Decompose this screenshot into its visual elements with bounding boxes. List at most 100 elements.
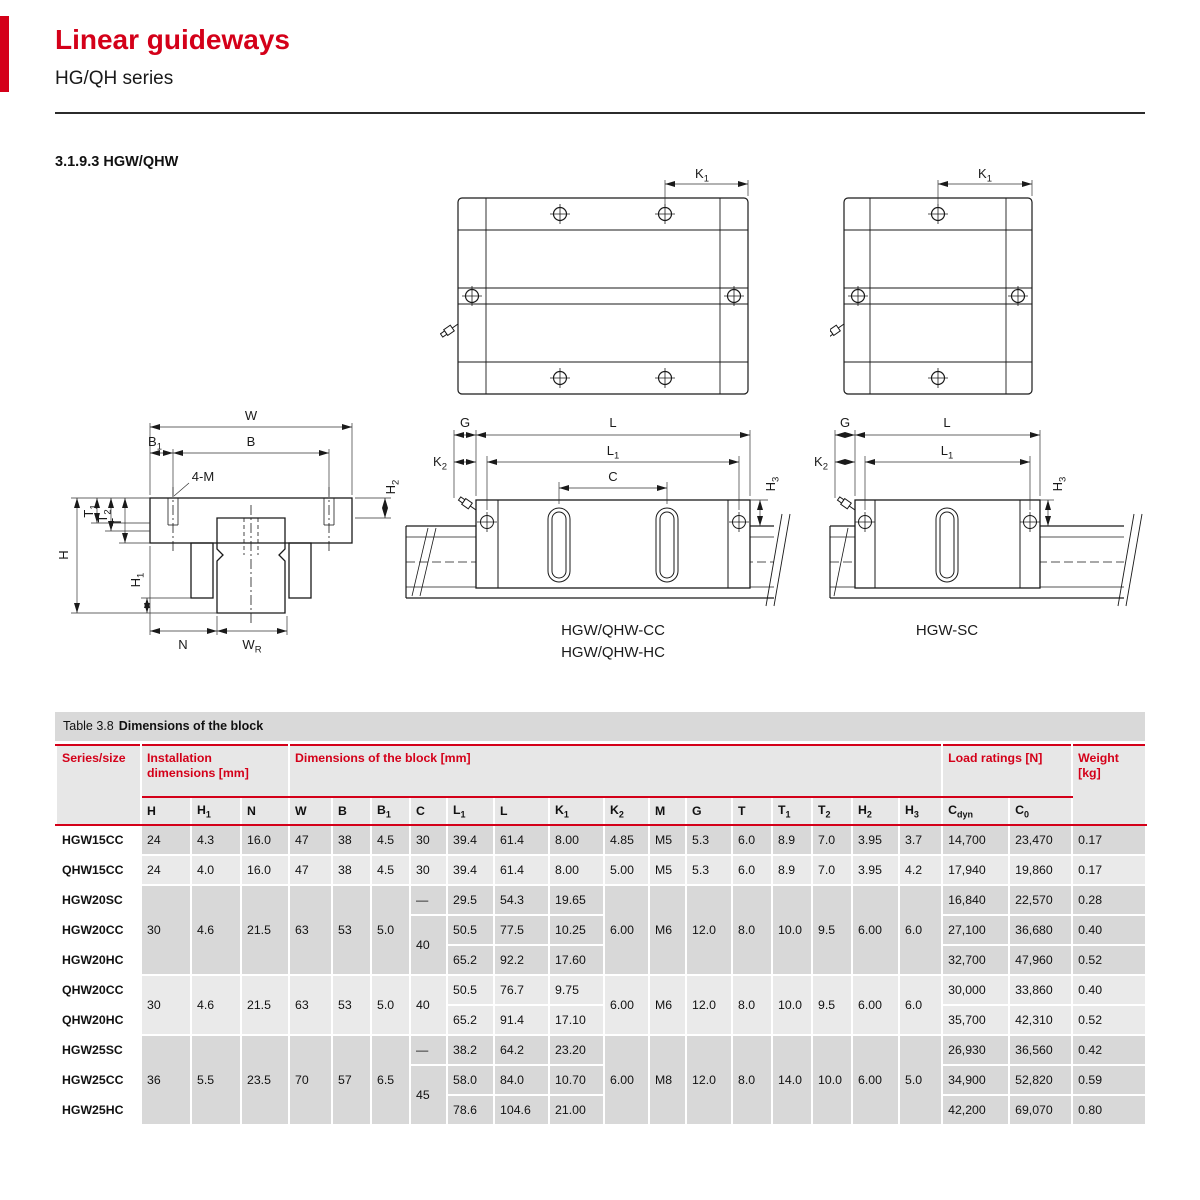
value-cell: 30 xyxy=(140,974,192,1036)
value-cell: 10.0 xyxy=(771,884,814,976)
top-view-sc-drawing: K1 xyxy=(830,166,1033,395)
value-cell: 38.2 xyxy=(446,1034,496,1066)
value-cell: 10.70 xyxy=(548,1064,606,1096)
dim-label-l1: L1 xyxy=(941,443,954,462)
col-header-l: L xyxy=(493,796,551,826)
value-cell: 39.4 xyxy=(446,824,496,856)
value-cell: 0.80 xyxy=(1071,1094,1148,1126)
value-cell: 36,560 xyxy=(1008,1034,1074,1066)
value-cell: 0.59 xyxy=(1071,1064,1148,1096)
value-cell: 0.40 xyxy=(1071,914,1148,946)
caption-cc: HGW/QHW-CC xyxy=(561,622,665,639)
value-cell: 0.52 xyxy=(1071,1004,1148,1036)
value-cell: 84.0 xyxy=(493,1064,551,1096)
caption-sc-text: HGW-SC xyxy=(915,622,979,639)
col-header-h: H xyxy=(140,796,192,826)
series-cell: HGW25SC xyxy=(55,1034,142,1066)
caption-sc: HGW-SC xyxy=(847,620,1047,642)
series-cell: QHW15CC xyxy=(55,854,142,886)
value-cell: 30 xyxy=(409,854,449,886)
value-cell: 40 xyxy=(409,974,449,1036)
dim-label-k1: K1 xyxy=(695,166,709,185)
value-cell: 35,700 xyxy=(941,1004,1011,1036)
value-cell: 17,940 xyxy=(941,854,1011,886)
group-series: Series/size xyxy=(55,744,142,826)
value-cell: 8.00 xyxy=(548,824,606,856)
side-view-sc-drawing: G L L1 K2 H3 xyxy=(814,415,1143,607)
value-cell: 10.25 xyxy=(548,914,606,946)
value-cell: 6.00 xyxy=(851,884,901,976)
value-cell: M5 xyxy=(648,854,688,886)
value-cell: 5.00 xyxy=(603,854,651,886)
col-header-k1: K1 xyxy=(548,796,606,826)
value-cell: M6 xyxy=(648,974,688,1036)
col-header-h2: H2 xyxy=(851,796,901,826)
dim-label-k2: K2 xyxy=(433,454,447,473)
value-cell: 65.2 xyxy=(446,1004,496,1036)
group-header-row: Series/size Installation dimensions [mm]… xyxy=(55,744,1148,826)
value-cell: 10.0 xyxy=(771,974,814,1036)
col-header-n: N xyxy=(239,796,291,826)
value-cell: 45 xyxy=(409,1064,449,1126)
value-cell: 63 xyxy=(288,974,334,1036)
top-view-cc-drawing: K1 xyxy=(440,166,749,395)
value-cell: 38 xyxy=(331,824,373,856)
grease-nipple-icon xyxy=(440,320,461,339)
value-cell: 30,000 xyxy=(941,974,1011,1006)
value-cell: 0.40 xyxy=(1071,974,1148,1006)
col-header-l1: L1 xyxy=(446,796,496,826)
group-install: Installation dimensions [mm] xyxy=(139,744,291,798)
value-cell: — xyxy=(409,1034,449,1066)
section-heading: 3.1.9.3 HGW/QHW xyxy=(55,154,179,170)
value-cell: 19,860 xyxy=(1008,854,1074,886)
col-header-c0: C0 xyxy=(1008,796,1074,826)
col-header-k2: K2 xyxy=(603,796,651,826)
mount-hole-icon xyxy=(654,203,676,225)
value-cell: 24 xyxy=(140,854,192,886)
value-cell: 8.0 xyxy=(731,884,774,976)
value-cell: 53 xyxy=(331,884,373,976)
value-cell: 6.00 xyxy=(851,974,901,1036)
value-cell: 42,200 xyxy=(941,1094,1011,1126)
value-cell: 36 xyxy=(140,1034,192,1126)
value-cell: 8.9 xyxy=(771,824,814,856)
dim-label-l1: L1 xyxy=(607,443,620,462)
series-cell: HGW25HC xyxy=(55,1094,142,1126)
value-cell: 16,840 xyxy=(941,884,1011,916)
dim-label-g: G xyxy=(840,415,850,430)
value-cell: 5.3 xyxy=(685,854,734,886)
dim-label-h3: H3 xyxy=(1050,477,1069,492)
value-cell: 50.5 xyxy=(446,974,496,1006)
dim-label-h3: H3 xyxy=(763,477,782,492)
value-cell: 9.5 xyxy=(811,974,854,1036)
col-header-c: C xyxy=(409,796,449,826)
col-header-b: B xyxy=(331,796,373,826)
value-cell: 23.5 xyxy=(239,1034,291,1126)
value-cell: 36,680 xyxy=(1008,914,1074,946)
mount-hole-icon xyxy=(461,285,483,307)
value-cell: 10.0 xyxy=(811,1034,854,1126)
dimensions-table: Series/size Installation dimensions [mm]… xyxy=(55,744,1148,1126)
series-cell: HGW15CC xyxy=(55,824,142,856)
page-title: Linear guideways xyxy=(55,24,290,55)
value-cell: M5 xyxy=(648,824,688,856)
mount-hole-icon xyxy=(927,203,949,225)
dim-label-l: L xyxy=(943,415,950,430)
col-header-m: M xyxy=(648,796,688,826)
value-cell: 33,860 xyxy=(1008,974,1074,1006)
dim-label-4m: 4-M xyxy=(192,469,214,484)
value-cell: 39.4 xyxy=(446,854,496,886)
value-cell: 6.00 xyxy=(851,1034,901,1126)
value-cell: 5.0 xyxy=(898,1034,944,1126)
value-cell: 17.10 xyxy=(548,1004,606,1036)
dim-label-l: L xyxy=(609,415,616,430)
value-cell: 14.0 xyxy=(771,1034,814,1126)
value-cell: 57 xyxy=(331,1034,373,1126)
value-cell: 6.0 xyxy=(898,884,944,976)
dim-label-b: B xyxy=(247,434,256,449)
